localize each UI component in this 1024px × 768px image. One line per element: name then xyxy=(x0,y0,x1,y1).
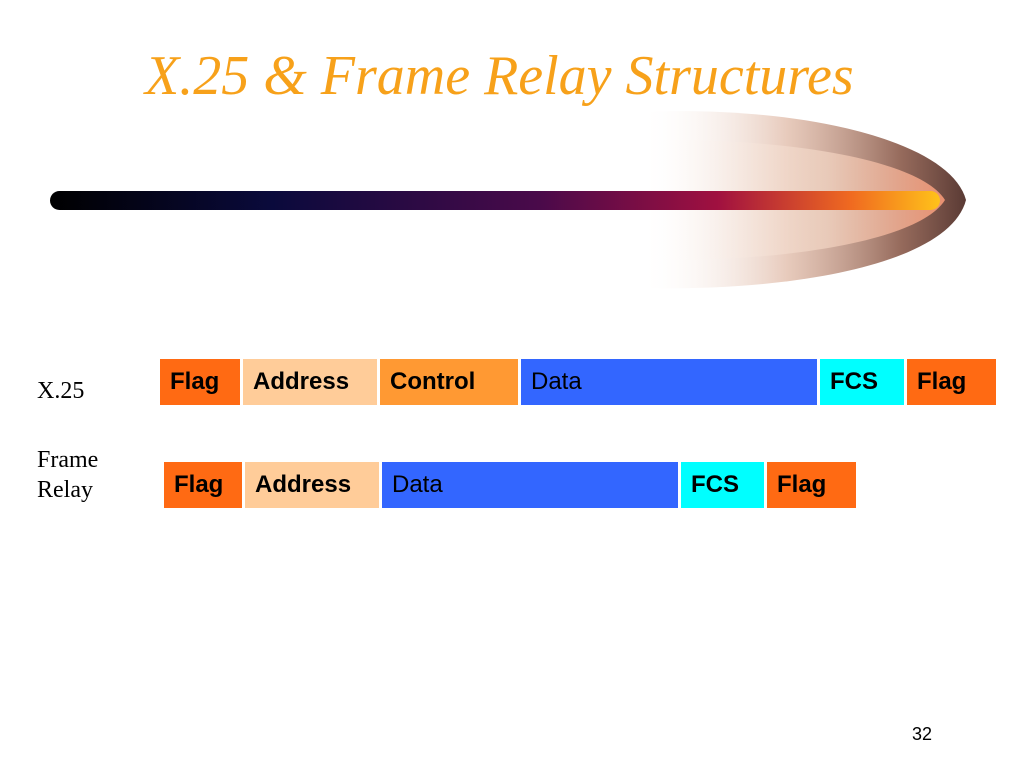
x25-field-data: Data xyxy=(521,359,817,405)
gradient-divider-bar xyxy=(50,191,940,210)
slide-title: X.25 & Frame Relay Structures xyxy=(145,45,854,107)
x25-field-control: Control xyxy=(380,359,518,405)
decorative-swoosh-graphic xyxy=(50,111,966,289)
frame-relay-field-fcs: FCS xyxy=(681,462,764,508)
page-number: 32 xyxy=(912,724,933,744)
x25-field-fcs: FCS xyxy=(820,359,904,405)
x25-field-flag: Flag xyxy=(160,359,240,405)
frame-relay-field-flag: Flag xyxy=(164,462,242,508)
frame-relay-row-label: Frame Relay xyxy=(37,447,99,503)
frame-relay-field-data: Data xyxy=(382,462,678,508)
frame-relay-field-address: Address xyxy=(245,462,379,508)
frame-relay-field-flag: Flag xyxy=(767,462,856,508)
x25-field-flag: Flag xyxy=(907,359,996,405)
x25-row-label: X.25 xyxy=(37,378,85,404)
x25-field-address: Address xyxy=(243,359,377,405)
